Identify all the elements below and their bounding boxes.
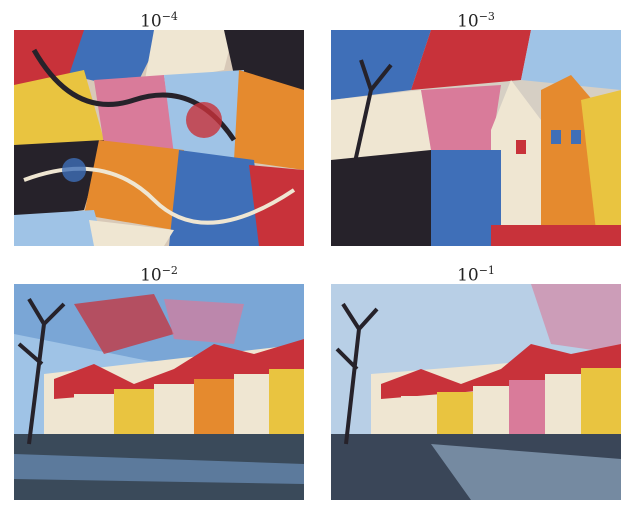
panel-1e-2: 10−2 bbox=[14, 258, 304, 500]
label-exponent: −3 bbox=[478, 10, 495, 23]
panel-title: 10−1 bbox=[331, 258, 621, 286]
panel-1e-4: 10−4 bbox=[14, 4, 304, 246]
label-base: 10 bbox=[457, 11, 479, 32]
stylized-image-riverside-town bbox=[14, 284, 304, 500]
panel-title: 10−2 bbox=[14, 258, 304, 286]
stylized-image-partial-buildings bbox=[331, 30, 621, 246]
label-base: 10 bbox=[140, 265, 162, 286]
panel-1e-1: 10−1 bbox=[331, 258, 621, 500]
stylized-image-riverside-town-faithful bbox=[331, 284, 621, 500]
panel-1e-3: 10−3 bbox=[331, 4, 621, 246]
label-exponent: −4 bbox=[161, 10, 178, 23]
label-base: 10 bbox=[140, 11, 162, 32]
label-exponent: −1 bbox=[478, 264, 495, 277]
label-exponent: −2 bbox=[161, 264, 178, 277]
panel-title: 10−4 bbox=[14, 4, 304, 32]
panel-title: 10−3 bbox=[331, 4, 621, 32]
label-base: 10 bbox=[457, 265, 479, 286]
stylized-image-abstract bbox=[14, 30, 304, 246]
